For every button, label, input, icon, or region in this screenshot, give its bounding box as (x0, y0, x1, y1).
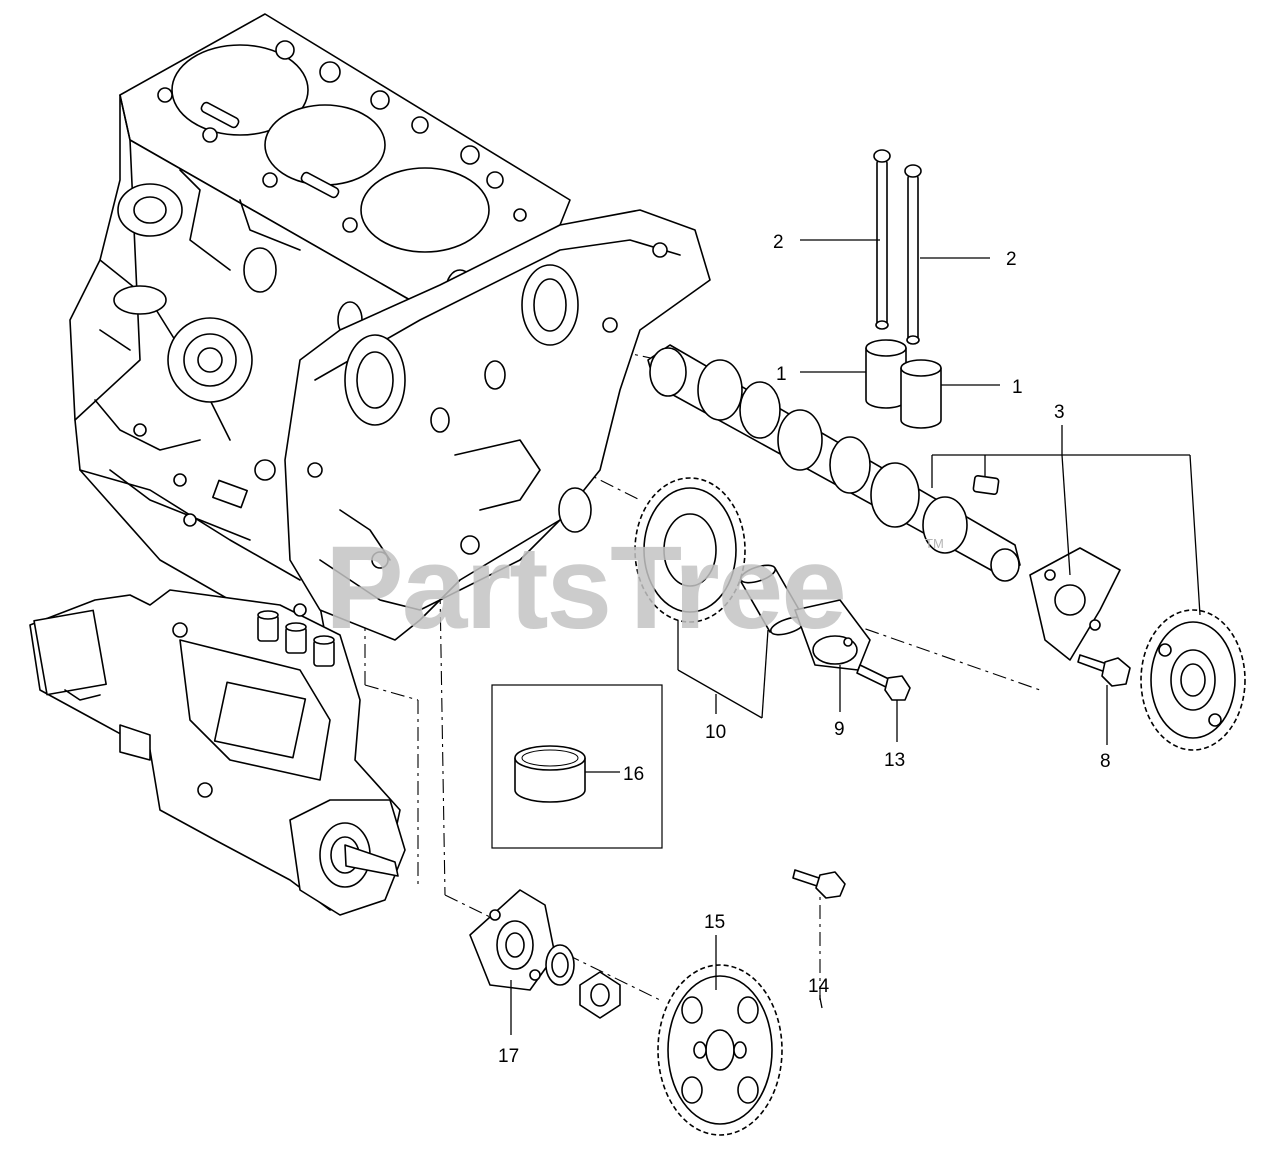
callout-17: 17 (498, 1046, 519, 1067)
watermark: PartsTree TM (325, 522, 944, 654)
camshaft (647, 344, 1021, 582)
tappets (865, 339, 942, 429)
leader-lines (510, 239, 1201, 1035)
cylinder-bore-2 (264, 104, 386, 186)
callout-14: 14 (808, 976, 830, 997)
callouts: 2 2 1 1 3 8 9 10 13 14 15 16 17 (498, 232, 1111, 1067)
callout-10: 10 (705, 722, 726, 743)
callout-1-right: 1 (1012, 377, 1023, 398)
inset-box (491, 684, 663, 849)
bolt-14 (792, 869, 846, 899)
camshaft-gear (1140, 609, 1246, 751)
idle-gear (634, 477, 746, 623)
injection-pump-gear (657, 964, 783, 1136)
injection-pump (29, 589, 406, 916)
thrust-plate (1029, 547, 1121, 661)
callout-8: 8 (1100, 751, 1111, 772)
pump-collar (545, 944, 575, 986)
svg-text:PartsTree: PartsTree (325, 522, 845, 654)
pump-nut (579, 971, 621, 1019)
callout-1-left: 1 (776, 364, 787, 385)
bolt-8 (1077, 654, 1131, 687)
idle-gear-shaft (794, 599, 871, 671)
bolt-13 (856, 664, 911, 701)
woodruff-key (972, 474, 1000, 496)
callout-2-left: 2 (773, 232, 784, 253)
pump-drive-plate (469, 889, 556, 991)
callout-2-right: 2 (1006, 249, 1017, 270)
cylinder-bore-3 (360, 167, 490, 253)
callout-15: 15 (704, 912, 725, 933)
push-rods (873, 149, 922, 345)
svg-text:TM: TM (925, 536, 944, 551)
callout-9: 9 (834, 719, 845, 740)
callout-16: 16 (623, 764, 644, 785)
gear-case (284, 209, 711, 641)
cylinder-block (69, 13, 571, 661)
callout-13: 13 (884, 750, 905, 771)
callout-3: 3 (1054, 402, 1065, 423)
